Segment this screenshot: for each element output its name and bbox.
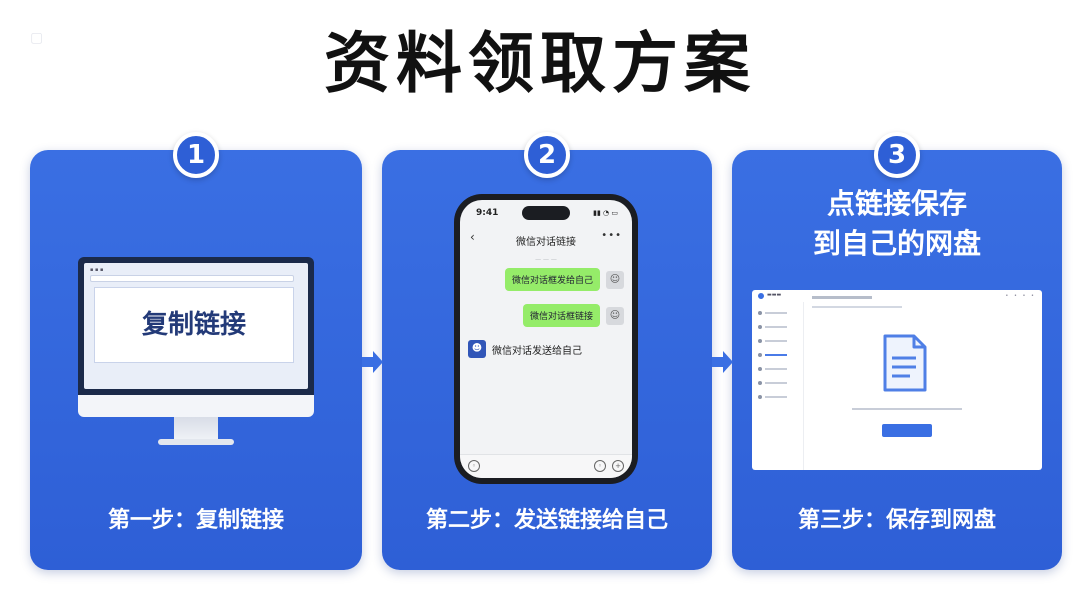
drive-sidebar bbox=[752, 302, 804, 470]
message-row: ☻ 微信对话发送给自己 bbox=[468, 340, 582, 358]
drive-header-text bbox=[812, 296, 872, 299]
avatar-icon: ☻ bbox=[468, 340, 486, 358]
save-button[interactable] bbox=[882, 424, 932, 437]
browser-url-bar bbox=[90, 275, 294, 282]
emoji-icon: ◦ bbox=[594, 460, 606, 472]
chat-text: 微信对话发送给自己 bbox=[492, 345, 582, 357]
headline-line-1: 点链接保存 bbox=[826, 187, 967, 220]
step-2-label: 第二步：发送链接给自己 bbox=[425, 508, 668, 533]
sidebar-item bbox=[758, 352, 798, 358]
more-icon: ••• bbox=[601, 230, 622, 241]
sidebar-item bbox=[758, 394, 798, 400]
step-3-headline: 点链接保存 到自己的网盘 bbox=[732, 184, 1062, 264]
message-row: 微信对话框发给自己 ☺ bbox=[504, 268, 624, 291]
copy-link-panel: 复制链接 bbox=[94, 287, 294, 363]
browser-titlebar: ▪ ▪ ▪ bbox=[90, 267, 104, 273]
step-1-badge: 1 bbox=[173, 132, 219, 178]
signal-icon: ▮▮ ◔ ▭ bbox=[593, 209, 618, 217]
back-icon: ‹ bbox=[470, 230, 475, 244]
arrow-right-icon bbox=[712, 351, 733, 373]
step-3-card: 点链接保存 到自己的网盘 ▬▬▬ • • • • 第三步：保 bbox=[732, 150, 1062, 570]
step-1-card: ▪ ▪ ▪ 复制链接 第一步：复制链接 bbox=[30, 150, 362, 570]
monitor-illustration: ▪ ▪ ▪ 复制链接 bbox=[78, 257, 314, 445]
sidebar-item bbox=[758, 366, 798, 372]
sidebar-item bbox=[758, 338, 798, 344]
step-3-badge: 3 bbox=[874, 132, 920, 178]
chat-bubble: 微信对话框发给自己 bbox=[504, 268, 600, 291]
avatar-icon: ☺ bbox=[606, 270, 624, 289]
chat-bubble: 微信对话框链接 bbox=[522, 304, 600, 327]
drive-toolbar bbox=[812, 306, 902, 308]
voice-icon: ◦ bbox=[468, 460, 480, 472]
cloud-drive-window: ▬▬▬ • • • • bbox=[752, 290, 1042, 470]
page-title: 资料领取方案 bbox=[324, 25, 756, 102]
arrow-right-icon bbox=[362, 351, 383, 373]
step-2-badge: 2 bbox=[524, 132, 570, 178]
plus-icon: + bbox=[612, 460, 624, 472]
app-name: ▬▬▬ bbox=[767, 292, 782, 298]
sidebar-item bbox=[758, 324, 798, 330]
corner-mark: ▢ bbox=[30, 30, 44, 46]
avatar-icon: ☺ bbox=[606, 306, 624, 325]
step-2-card: 9:41 ▮▮ ◔ ▭ ‹ 微信对话链接 ••• — — — 微信对话框发给自己… bbox=[382, 150, 712, 570]
message-row: 微信对话框链接 ☺ bbox=[522, 304, 624, 327]
app-logo-icon bbox=[758, 293, 764, 299]
sidebar-item bbox=[758, 380, 798, 386]
chat-timestamp: — — — bbox=[535, 256, 557, 263]
chat-title: 微信对话链接 bbox=[516, 237, 576, 248]
chat-input-bar: ◦ ◦ + bbox=[460, 454, 632, 478]
step-1-label: 第一步：复制链接 bbox=[107, 508, 284, 533]
sidebar-item bbox=[758, 310, 798, 316]
drive-caption bbox=[852, 408, 962, 410]
step-3-label: 第三步：保存到网盘 bbox=[797, 508, 996, 533]
window-controls: • • • • bbox=[1005, 293, 1036, 299]
headline-line-2: 到自己的网盘 bbox=[812, 227, 981, 260]
phone-illustration: 9:41 ▮▮ ◔ ▭ ‹ 微信对话链接 ••• — — — 微信对话框发给自己… bbox=[454, 194, 638, 484]
document-icon bbox=[883, 334, 927, 392]
phone-time: 9:41 bbox=[476, 208, 499, 218]
